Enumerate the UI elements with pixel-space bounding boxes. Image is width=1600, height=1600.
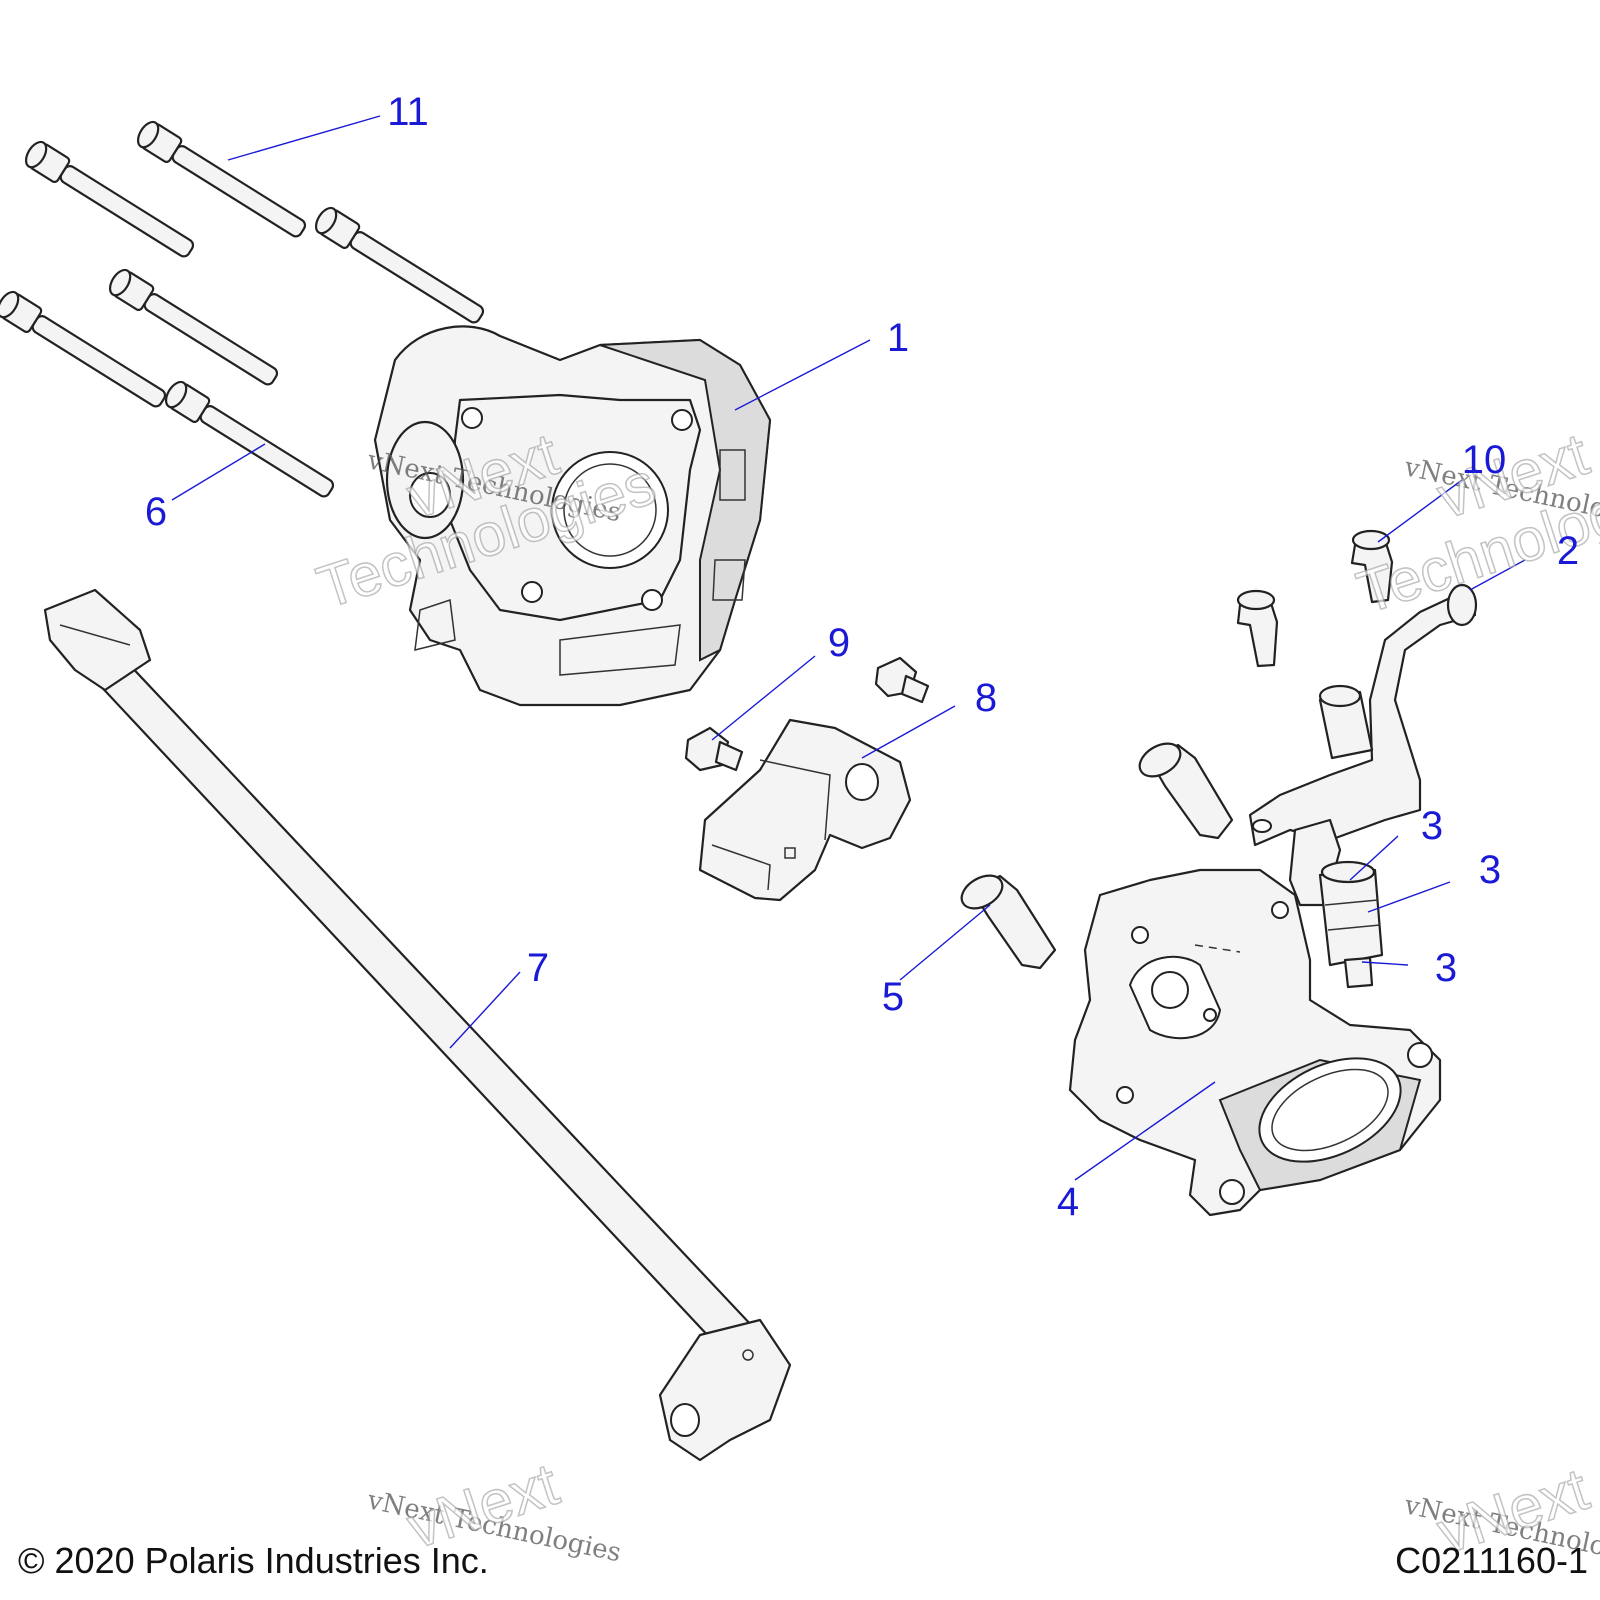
long-bolt (24, 140, 195, 258)
long-bolt (136, 120, 307, 238)
callout-3: 3 (1478, 848, 1502, 892)
small-bolt (874, 656, 930, 704)
fuel-injector (1288, 818, 1384, 989)
callout-9: 9 (827, 621, 851, 665)
long-bolt (0, 290, 167, 408)
callout-2: 2 (1556, 529, 1580, 573)
callout-11: 11 (387, 90, 429, 134)
callout-1: 1 (886, 316, 910, 360)
callout-3: 3 (1420, 804, 1444, 848)
cap-screw (960, 874, 1057, 970)
drawing-number: C0211160-1 (1395, 1540, 1588, 1581)
long-bolt (164, 380, 335, 498)
throttle-body (373, 325, 772, 707)
sensor-rod (43, 588, 792, 1462)
callout-3: 3 (1434, 946, 1458, 990)
callout-10: 10 (1461, 438, 1507, 482)
callout-5: 5 (881, 975, 905, 1019)
small-bolt (684, 726, 744, 772)
leader-lines (171, 115, 1526, 1181)
callout-7: 7 (526, 946, 550, 990)
long-bolt (108, 268, 279, 386)
cap-screw (1138, 742, 1234, 840)
flange-bolt (1350, 529, 1394, 604)
callout-6: 6 (144, 490, 168, 534)
callout-8: 8 (974, 676, 998, 720)
long-bolt (314, 206, 485, 324)
bolt-group (0, 120, 485, 498)
intake-adapter (1068, 868, 1442, 1217)
map-sensor (698, 718, 912, 902)
callout-4: 4 (1056, 1180, 1080, 1224)
copyright-notice: © 2020 Polaris Industries Inc. (18, 1540, 489, 1581)
flange-bolt (1236, 589, 1279, 668)
